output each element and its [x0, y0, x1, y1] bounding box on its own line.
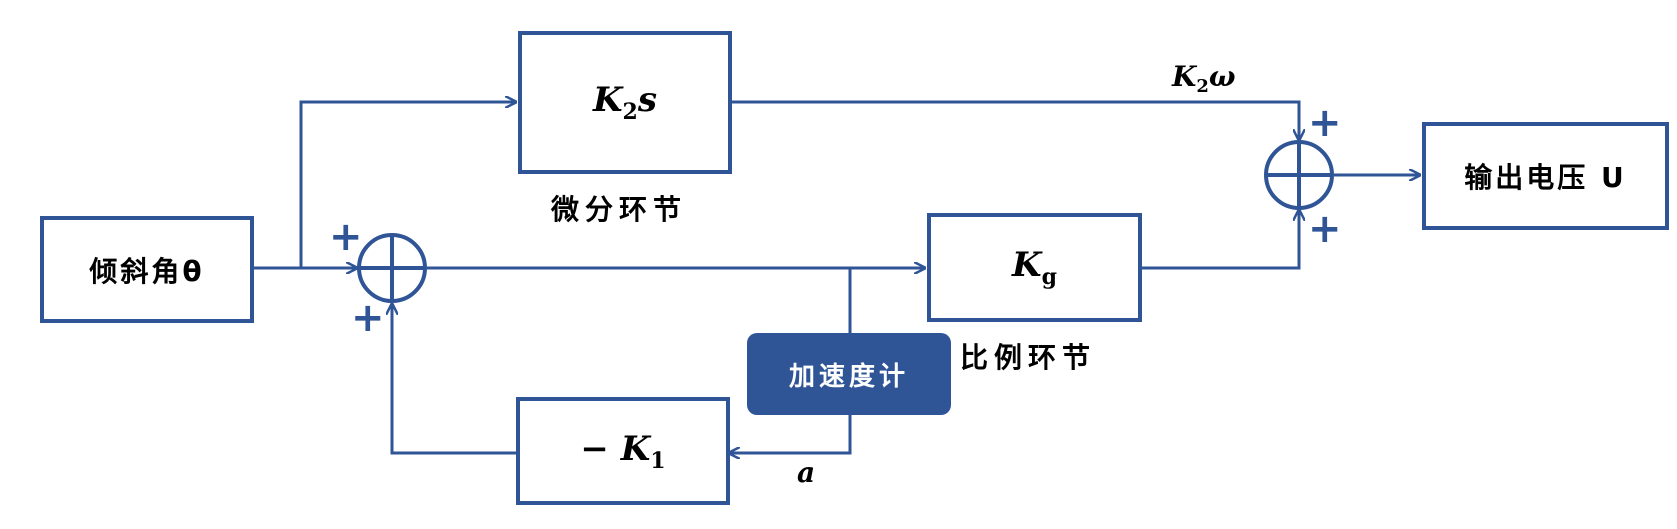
sum2-plus-bottom: + — [1308, 206, 1342, 252]
wire-k1-to-sum1 — [392, 304, 518, 455]
derivative-caption: 微分环节 — [551, 193, 688, 226]
sum1-plus-bottom: + — [351, 295, 385, 341]
accelerometer-block: 加速度计 — [747, 333, 951, 415]
summing-junction-1 — [357, 233, 427, 303]
feedback-gain: − K1 — [580, 428, 666, 474]
proportional-caption: 比例环节 — [960, 341, 1097, 374]
accelerometer-label: 加速度计 — [788, 361, 909, 392]
proportional-block: Kg — [927, 213, 1142, 322]
output-block: 输出电压 U — [1422, 122, 1669, 230]
feedback-gain-block: − K1 — [516, 397, 730, 505]
output-label: 输出电压 U — [1464, 161, 1627, 194]
summing-junction-2 — [1264, 140, 1334, 210]
k2-omega-signal-label: K2ω — [1172, 60, 1236, 97]
wire-accelerometer-to-k1 — [729, 414, 852, 453]
sum2-plus-top: + — [1308, 100, 1342, 146]
derivative-block: K2s — [518, 31, 732, 174]
proportional-gain: Kg — [1012, 245, 1057, 290]
acceleration-signal-label: a — [797, 456, 816, 489]
derivative-transfer-function: K2s — [592, 80, 658, 125]
wire-proportional-to-sum2 — [1142, 210, 1299, 270]
wire-derivative-to-sum2 — [732, 100, 1299, 140]
sum1-plus-top: + — [329, 214, 363, 260]
input-label: 倾斜角θ — [89, 254, 205, 288]
wire-branch-to-derivative — [299, 102, 516, 268]
input-block: 倾斜角θ — [40, 216, 254, 323]
